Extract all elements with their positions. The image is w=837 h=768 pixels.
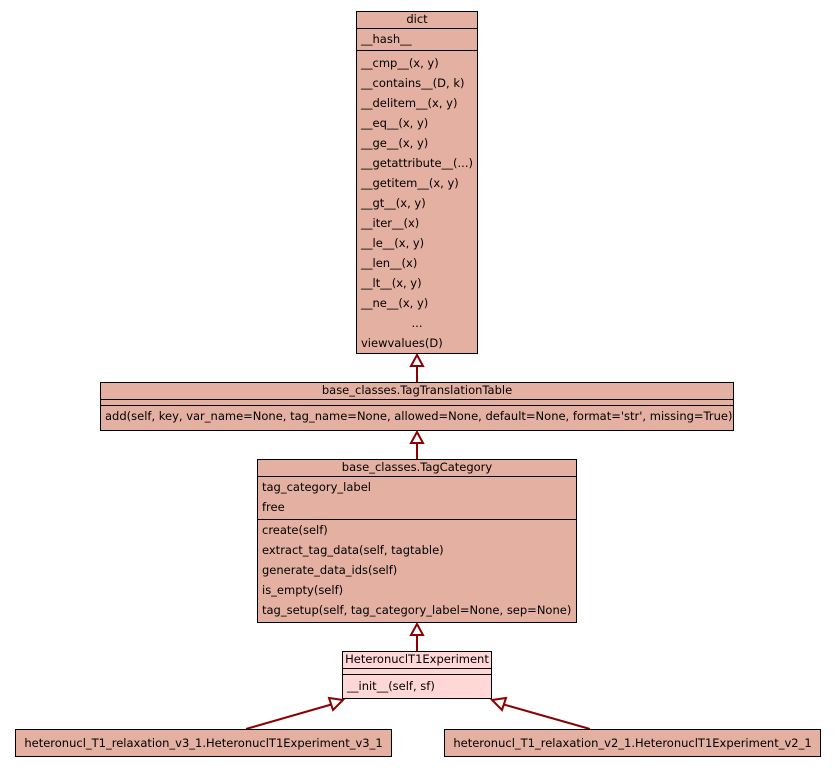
method: __getitem__(x, y)	[361, 176, 459, 190]
class-tag-translation-table: base_classes.TagTranslationTable add(sel…	[100, 382, 734, 431]
class-name: dict	[406, 12, 428, 26]
method: add(self, key, var_name=None, tag_name=N…	[105, 409, 733, 423]
class-name: base_classes.TagTranslationTable	[321, 383, 513, 397]
attribute-section	[101, 399, 733, 405]
method: __iter__(x)	[361, 216, 420, 230]
method-section: __cmp__(x, y) __contains__(D, k) __delit…	[357, 50, 477, 354]
attribute: tag_category_label	[262, 480, 371, 494]
class-tag-category: base_classes.TagCategory tag_category_la…	[257, 459, 577, 623]
method: is_empty(self)	[262, 583, 344, 597]
edge-v2-1-to-heteronucl	[501, 703, 591, 730]
method: extract_tag_data(self, tagtable)	[262, 543, 444, 557]
class-name: heteronucl_T1_relaxation_v3_1.Heteronucl…	[24, 736, 383, 750]
method: tag_setup(self, tag_category_label=None,…	[262, 603, 572, 617]
class-heteronucl-t1-experiment-v3-1: heteronucl_T1_relaxation_v3_1.Heteronucl…	[15, 729, 392, 757]
method: __ge__(x, y)	[361, 136, 429, 150]
inheritance-arrow-icon	[327, 696, 346, 712]
class-name: heteronucl_T1_relaxation_v2_1.Heteronucl…	[453, 736, 812, 750]
method: generate_data_ids(self)	[262, 563, 398, 577]
method: __le__(x, y)	[361, 236, 425, 250]
inheritance-arrow-icon	[409, 621, 425, 636]
ellipsis: ...	[411, 316, 423, 330]
method-section: __init__(self, sf)	[343, 674, 491, 697]
attribute: free	[262, 500, 285, 514]
method-section: add(self, key, var_name=None, tag_name=N…	[101, 405, 733, 426]
method: __delitem__(x, y)	[361, 96, 458, 110]
inheritance-arrow-icon	[409, 352, 425, 367]
method: __init__(self, sf)	[347, 679, 435, 693]
method: __ne__(x, y)	[361, 296, 429, 310]
class-heteronucl-t1-experiment: HeteronuclT1Experiment __init__(self, sf…	[342, 651, 492, 699]
method: create(self)	[262, 523, 328, 537]
class-name: base_classes.TagCategory	[341, 460, 493, 474]
class-name: HeteronuclT1Experiment	[345, 652, 489, 666]
method: viewvalues(D)	[361, 336, 443, 350]
inheritance-arrow-icon	[409, 429, 425, 444]
attribute-section: tag_category_label free	[258, 476, 576, 519]
method: __cmp__(x, y)	[361, 56, 439, 70]
edge-v3-1-to-heteronucl	[245, 703, 334, 730]
inheritance-arrow-icon	[489, 696, 508, 712]
attribute-section	[343, 668, 491, 674]
method: __len__(x)	[361, 256, 418, 270]
method: __gt__(x, y)	[361, 196, 426, 210]
attribute: __hash__	[361, 32, 412, 46]
method: __getattribute__(...)	[361, 156, 473, 170]
method: __lt__(x, y)	[361, 276, 422, 290]
method-section: create(self) extract_tag_data(self, tagt…	[258, 519, 576, 620]
method: __eq__(x, y)	[361, 116, 429, 130]
class-heteronucl-t1-experiment-v2-1: heteronucl_T1_relaxation_v2_1.Heteronucl…	[444, 729, 821, 757]
class-dict: dict __hash__ __cmp__(x, y) __contains__…	[356, 11, 478, 354]
method: __contains__(D, k)	[361, 76, 465, 90]
attribute-section: __hash__	[357, 28, 477, 50]
